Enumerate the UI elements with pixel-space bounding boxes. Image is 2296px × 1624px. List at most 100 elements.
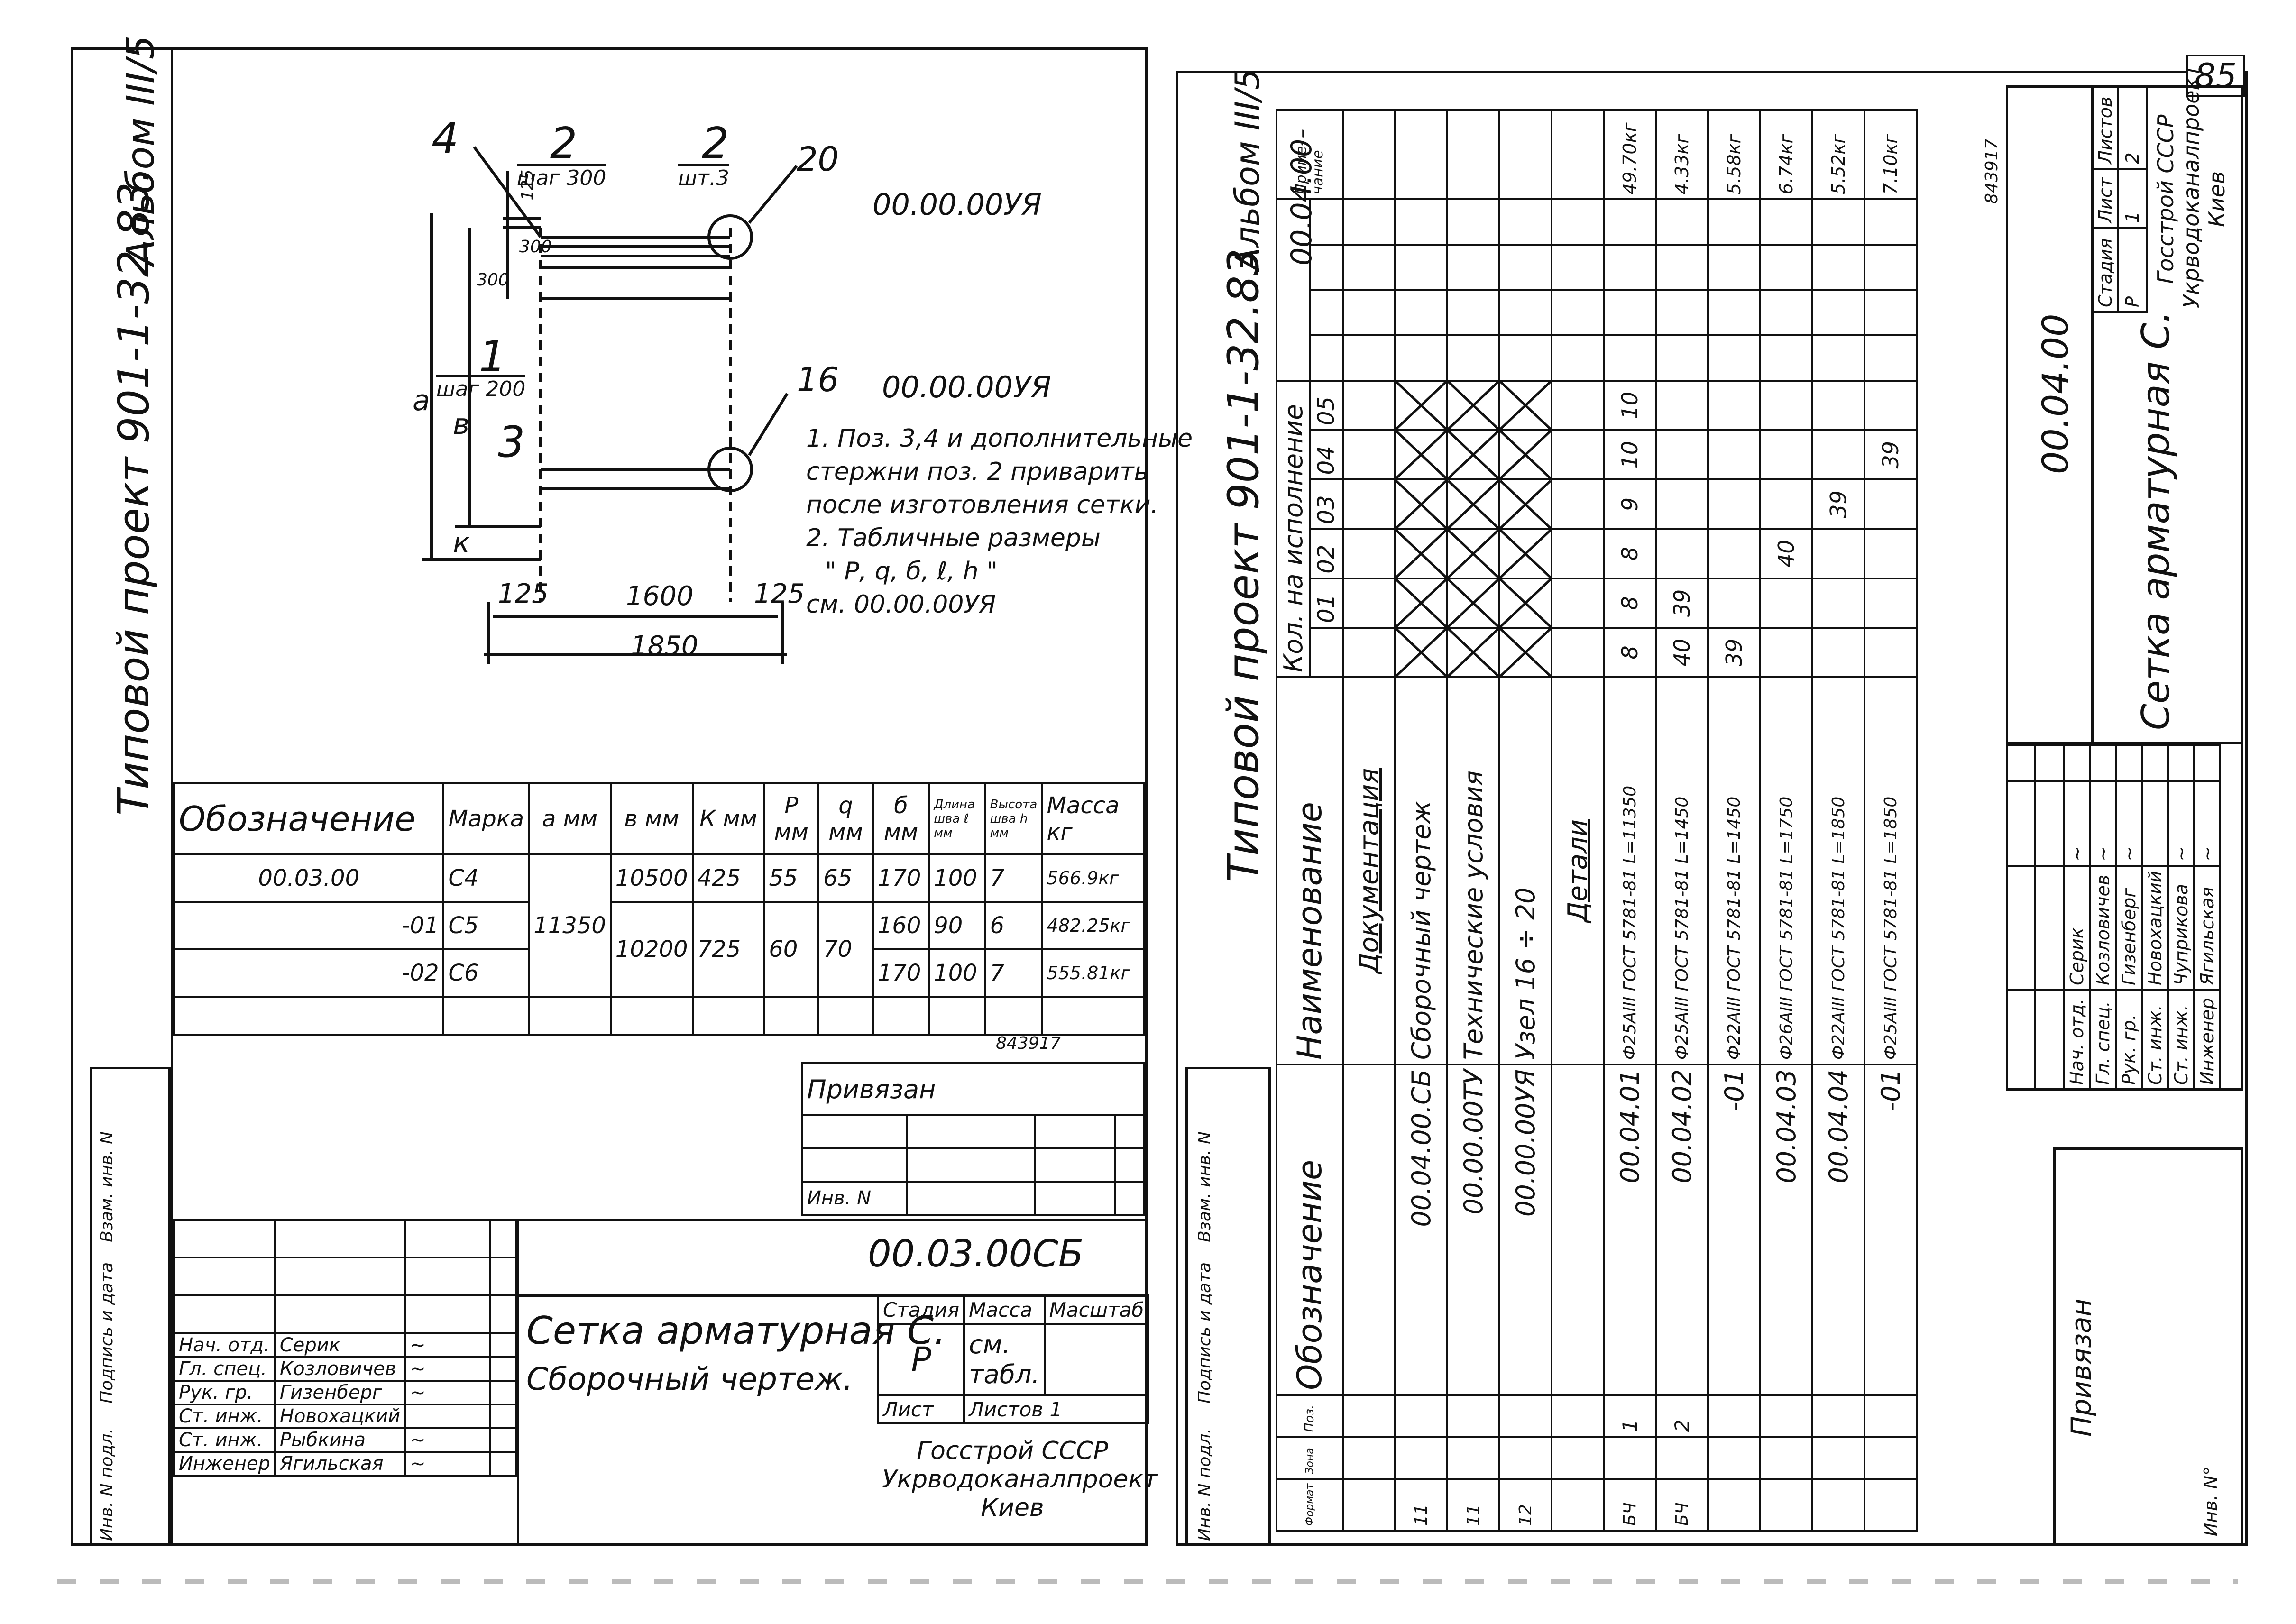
side-stamp-2: Подпись и дата	[1195, 1262, 1214, 1404]
designation-cell	[1552, 1064, 1604, 1395]
dim-b: в	[453, 408, 470, 441]
sig-role: Инженер	[173, 1451, 276, 1477]
qty-cell-x	[1447, 578, 1499, 628]
format-cell	[1552, 1478, 1604, 1531]
signature-row: Ст. инж.Рыбкина~	[173, 1427, 517, 1453]
sig-name: Новохацкий	[2142, 866, 2168, 990]
sheet-number: 85	[2186, 55, 2246, 97]
sheets-value: 2	[2118, 86, 2147, 169]
sig-name: Козловичев	[274, 1356, 406, 1382]
cell	[1656, 290, 1708, 336]
pos-cell	[1447, 1395, 1499, 1437]
signature-row: Рук. гр.Гизенберг~	[2116, 745, 2142, 1090]
cell	[1708, 290, 1760, 336]
label-pos1-sub: шаг 200	[436, 375, 526, 401]
th-designation: Обозначение	[173, 782, 445, 855]
cell	[1343, 335, 1395, 381]
qty-cell	[1864, 380, 1917, 431]
org-line: Госстрой СССР	[917, 1437, 1108, 1465]
signature-row: Ст. инж.Чуприкова~	[2168, 745, 2194, 1090]
name-cell: Ф25АIII ГОСТ 5781-81 L=1850	[1864, 677, 1917, 1065]
qty-cell	[1812, 529, 1864, 578]
cell: 170	[872, 853, 930, 903]
cross-mark-icon	[1500, 480, 1551, 528]
qty-cell	[1864, 529, 1917, 578]
cell	[1604, 335, 1656, 381]
qty-cell: 9	[1604, 479, 1656, 529]
sig-mark: ~	[404, 1427, 492, 1453]
qty-cell	[1708, 430, 1760, 480]
cell	[1395, 199, 1447, 245]
th-name: Наименование	[1277, 677, 1343, 1065]
zone-cell	[1395, 1437, 1447, 1479]
qty-cell-x	[1395, 380, 1447, 431]
zone-cell	[1447, 1437, 1499, 1479]
qty-cell: 40	[1760, 529, 1812, 578]
name-cell: Ф25АIII ГОСТ 5781-81 L=11350	[1604, 677, 1656, 1065]
cell	[2007, 866, 2035, 990]
sig-role: Нач. отд.	[2064, 990, 2090, 1090]
bottom-125b: 125	[754, 578, 805, 609]
th-designation: Обозначение	[1277, 1064, 1343, 1395]
cell: С6	[442, 948, 530, 998]
sig-mark: ~	[404, 1356, 492, 1382]
cell	[404, 1294, 492, 1334]
note-cell	[1343, 110, 1395, 200]
qty-cell	[1343, 380, 1395, 431]
sig-role: Гл. спец.	[173, 1356, 276, 1382]
sig-name: Серик	[274, 1332, 406, 1358]
sig-mark	[404, 1404, 492, 1429]
spec-table: Формат Зона Поз. Обозначение Наименовани…	[1276, 109, 1918, 1532]
sig-mark: ~	[404, 1332, 492, 1358]
cell: 6	[984, 901, 1043, 950]
privyazan-label: Привязан	[801, 1062, 1145, 1116]
cell	[1447, 199, 1499, 245]
side-stamp-3: Взам. инв. N	[1195, 1131, 1214, 1242]
qty-cell-x	[1395, 529, 1447, 578]
cell	[1343, 290, 1395, 336]
designation-cell: 00.04.04	[1812, 1064, 1864, 1395]
cell	[906, 1114, 1036, 1149]
qty-cell-x	[1395, 627, 1447, 678]
signature-row: Нач. отд.Серик~	[2064, 745, 2090, 1090]
stage-label: Стадия	[877, 1294, 965, 1325]
note-cell: 49.70кг	[1604, 110, 1656, 200]
cell	[1034, 1181, 1116, 1216]
cell	[489, 1427, 517, 1453]
cell	[2116, 745, 2142, 781]
right-inv: Инв. N°	[2200, 1466, 2221, 1536]
cell	[1760, 199, 1812, 245]
cell	[489, 1356, 517, 1382]
cell	[906, 1181, 1036, 1216]
cell	[2194, 745, 2220, 781]
cell	[2007, 990, 2035, 1090]
label-node20: 20	[797, 140, 839, 179]
cell: 60	[763, 901, 820, 998]
qty-cell-x	[1499, 380, 1552, 431]
pos-cell	[1812, 1395, 1864, 1437]
mesh-drawing	[422, 146, 798, 664]
sig-role: Ст. инж.	[173, 1404, 276, 1429]
format-cell: 11	[1395, 1478, 1447, 1531]
qty-cell: 8	[1604, 529, 1656, 578]
cell	[1034, 1114, 1116, 1149]
qty-cell: 10	[1604, 430, 1656, 480]
format-cell: 12	[1499, 1478, 1552, 1531]
zone-cell	[1552, 1437, 1604, 1479]
sig-name: Ягильская	[274, 1451, 406, 1477]
th-qty: Кол. на исполнение	[1277, 380, 1310, 678]
left-org: Госстрой СССР Укрводоканалпроект Киев	[882, 1437, 1157, 1522]
dim-125: 125	[518, 169, 537, 201]
qty-cell-x	[1499, 529, 1552, 578]
qty-cell	[1343, 578, 1395, 628]
cell: 566.9кг	[1041, 853, 1146, 903]
qty-cell	[1552, 430, 1604, 480]
right-code-small: 843917	[1982, 138, 2002, 204]
cell	[1708, 199, 1760, 245]
th-delta: б мм	[872, 782, 930, 855]
cell	[1310, 244, 1343, 290]
cell: 160	[872, 901, 930, 950]
